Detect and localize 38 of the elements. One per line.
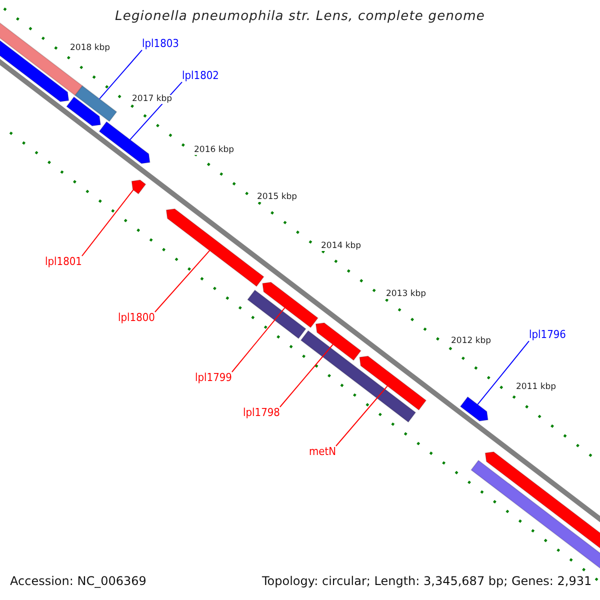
footer-text: Accession: NC_006369 xyxy=(10,575,146,588)
leader-line xyxy=(336,386,388,446)
gene-feature xyxy=(262,282,319,328)
gene-label: lpl1796 xyxy=(529,329,566,342)
footer-text: Topology: circular; Length: 3,345,687 bp; Genes: 2,931 xyxy=(262,575,592,588)
gene-label: lpl1800 xyxy=(118,312,155,324)
leader-line xyxy=(99,50,142,100)
gene-feature xyxy=(300,330,416,423)
leader-line xyxy=(81,189,134,256)
scale-label: 2018 kbp xyxy=(70,44,110,54)
gene-label: metN xyxy=(309,446,336,458)
leader-line xyxy=(130,82,182,140)
leader-line xyxy=(231,307,286,372)
gene-label: lpl1801 xyxy=(45,256,82,268)
gene-feature xyxy=(315,322,362,361)
scale-label: 2012 kbp xyxy=(451,337,492,346)
title: Legionella pneumophila str. Lens, complete genome xyxy=(114,10,486,24)
gene-feature xyxy=(359,356,427,411)
gene-feature xyxy=(460,396,488,422)
leader-line xyxy=(279,344,334,408)
scale-label: 2016 kbp xyxy=(194,146,234,156)
gene-label: lpl1802 xyxy=(182,70,219,82)
scale-label: 2013 kbp xyxy=(386,290,426,300)
leader-line xyxy=(477,340,530,405)
leader-line xyxy=(154,250,210,312)
gene-feature xyxy=(98,121,150,164)
gene-feature xyxy=(131,180,146,195)
gene-label: lpl1798 xyxy=(243,407,280,420)
gene-label: lpl1799 xyxy=(195,372,232,384)
gene-feature xyxy=(74,85,118,122)
scale-label: 2014 kbp xyxy=(321,242,362,252)
gene-feature xyxy=(246,289,306,340)
gene-feature xyxy=(166,208,264,288)
scale-label: 2011 kbp xyxy=(516,383,556,392)
scale-label: 2015 kbp xyxy=(257,193,298,202)
gene-feature xyxy=(66,96,102,126)
scale-label: 2017 kbp xyxy=(132,95,172,104)
gene-label: lpl1803 xyxy=(142,38,179,50)
